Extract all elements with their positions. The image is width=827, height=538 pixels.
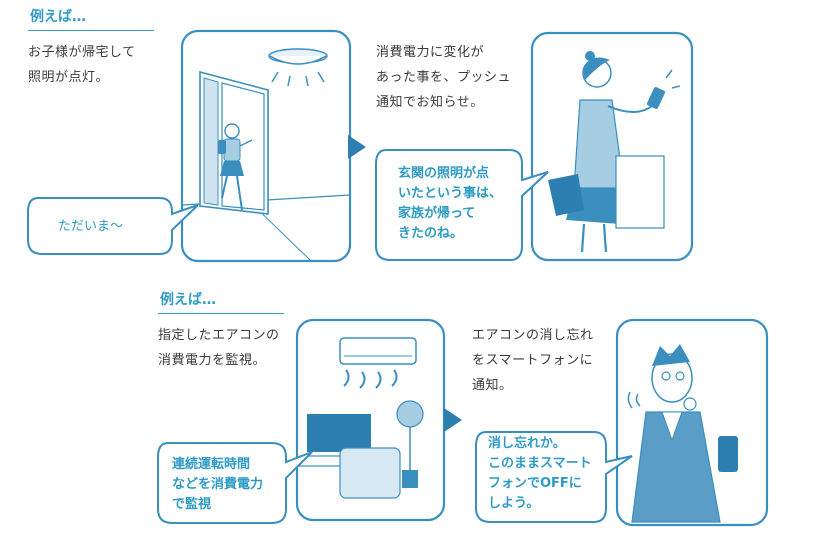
scene1-speech-bubble: ただいま〜 bbox=[58, 219, 124, 234]
scene4-description: エアコンの消し忘れ をスマートフォンに 通知。 bbox=[472, 328, 594, 393]
example-label-2: 例えば… bbox=[160, 292, 216, 308]
scene1-description: お子様が帰宅して 照明が点灯。 bbox=[28, 45, 136, 85]
scene3-description: 指定したエアコンの 消費電力を監視。 bbox=[158, 328, 280, 368]
example-label-rule-2 bbox=[158, 313, 284, 314]
scene4-speech-bubble: 消し忘れか。 このままスマート フォンでOFFに しよう。 bbox=[488, 436, 592, 511]
scene3-speech-bubble: 連続運転時間 などを消費電力 で監視 bbox=[172, 457, 264, 512]
example-label-rule-1 bbox=[28, 30, 154, 31]
example-label-1: 例えば… bbox=[30, 9, 86, 25]
scene2-description: 消費電力に変化が あった事を、プッシュ 通知でお知らせ。 bbox=[376, 45, 512, 110]
scene2-speech-bubble: 玄関の照明が点 いたという事は、 家族が帰って きたのね。 bbox=[398, 166, 503, 241]
